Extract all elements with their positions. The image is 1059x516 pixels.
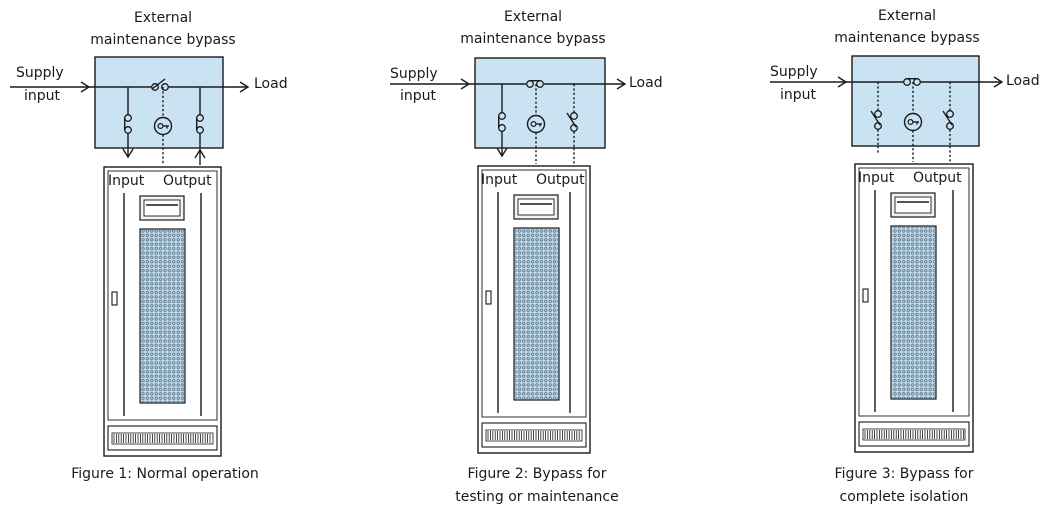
input-label: Input — [481, 172, 518, 188]
output-label: Output — [163, 173, 212, 189]
supply-label-line1: Supply — [770, 64, 818, 80]
caption-line2: testing or maintenance — [455, 489, 619, 505]
diagram-graphics — [10, 56, 250, 457]
key-switch-icon-key-bow — [157, 122, 164, 129]
output-switch-contact-top — [570, 112, 578, 120]
supply-arrow-icon — [837, 76, 848, 88]
cabinet-inner-frame — [481, 169, 587, 418]
display-screen — [143, 199, 181, 217]
input-label: Input — [108, 173, 145, 189]
door-handle-icon — [862, 288, 869, 303]
load-arrow-icon — [993, 76, 1004, 88]
cabinet-inner-frame — [858, 167, 970, 417]
figure-normal-operation: External maintenance bypass Supply input… — [0, 0, 353, 516]
load-label: Load — [254, 76, 288, 92]
load-arrow-icon — [616, 78, 627, 90]
door-handle-icon — [111, 291, 118, 306]
bypass-title-line2: maintenance bypass — [460, 31, 606, 47]
diagram-graphics — [390, 57, 627, 454]
input-arrow-icon — [496, 147, 508, 158]
base-plinth — [858, 421, 970, 447]
bypass-title-line1: External — [133, 10, 193, 26]
bypass-title-line2: maintenance bypass — [834, 30, 980, 46]
vent-holes — [892, 227, 935, 398]
door-handle-icon — [485, 290, 492, 305]
bypass-title-line1: External — [877, 8, 937, 24]
cabinet-inner-frame — [107, 170, 218, 421]
supply-label-line2: input — [400, 88, 437, 104]
bypass-switch-contact-right — [161, 83, 169, 91]
bypass-title-line2: maintenance bypass — [90, 32, 236, 48]
display-screen — [894, 196, 932, 214]
output-switch-contact-top — [946, 110, 954, 118]
input-arrow-icon — [122, 148, 134, 159]
caption-line1: Figure 3: Bypass for — [834, 466, 974, 482]
input-switch-blade — [870, 110, 881, 126]
vent-holes — [141, 230, 184, 402]
diagram-graphics — [770, 55, 1004, 453]
supply-label-line2: input — [24, 88, 61, 104]
bypass-box — [851, 55, 980, 147]
base-grille — [111, 432, 214, 445]
load-arrow-icon — [239, 81, 250, 93]
vent-holes — [515, 229, 558, 399]
caption-line1: Figure 2: Bypass for — [467, 466, 607, 482]
bypass-title-line1: External — [503, 9, 563, 25]
supply-label-line1: Supply — [390, 66, 438, 82]
figure-bypass-testing: External maintenance bypass Supply input… — [372, 0, 702, 516]
load-label: Load — [629, 75, 663, 91]
figure-bypass-isolation: External maintenance bypass Supply input… — [752, 0, 1059, 516]
caption-line1: Figure 1: Normal operation — [71, 466, 259, 482]
base-grille — [485, 429, 583, 442]
output-arrow-icon — [194, 148, 206, 159]
key-switch-icon-key-bow — [907, 118, 914, 125]
supply-arrow-icon — [460, 78, 471, 90]
supply-label-line1: Supply — [16, 65, 64, 81]
bypass-box — [474, 57, 606, 149]
output-switch-blade — [566, 112, 577, 128]
bypass-switch-contact-left — [151, 83, 159, 91]
output-label: Output — [913, 170, 962, 186]
input-label: Input — [858, 170, 895, 186]
supply-arrow-icon — [80, 81, 91, 93]
bypass-switch-blade — [151, 78, 166, 90]
display-screen — [517, 198, 555, 216]
bypass-box — [94, 56, 224, 149]
input-switch-contact-top — [874, 110, 882, 118]
caption-line2: complete isolation — [839, 489, 969, 505]
base-grille — [862, 428, 966, 441]
output-label: Output — [536, 172, 585, 188]
key-switch-icon-key-bow — [530, 120, 537, 127]
supply-label-line2: input — [780, 87, 817, 103]
output-switch-blade — [942, 110, 953, 126]
load-label: Load — [1006, 73, 1040, 89]
